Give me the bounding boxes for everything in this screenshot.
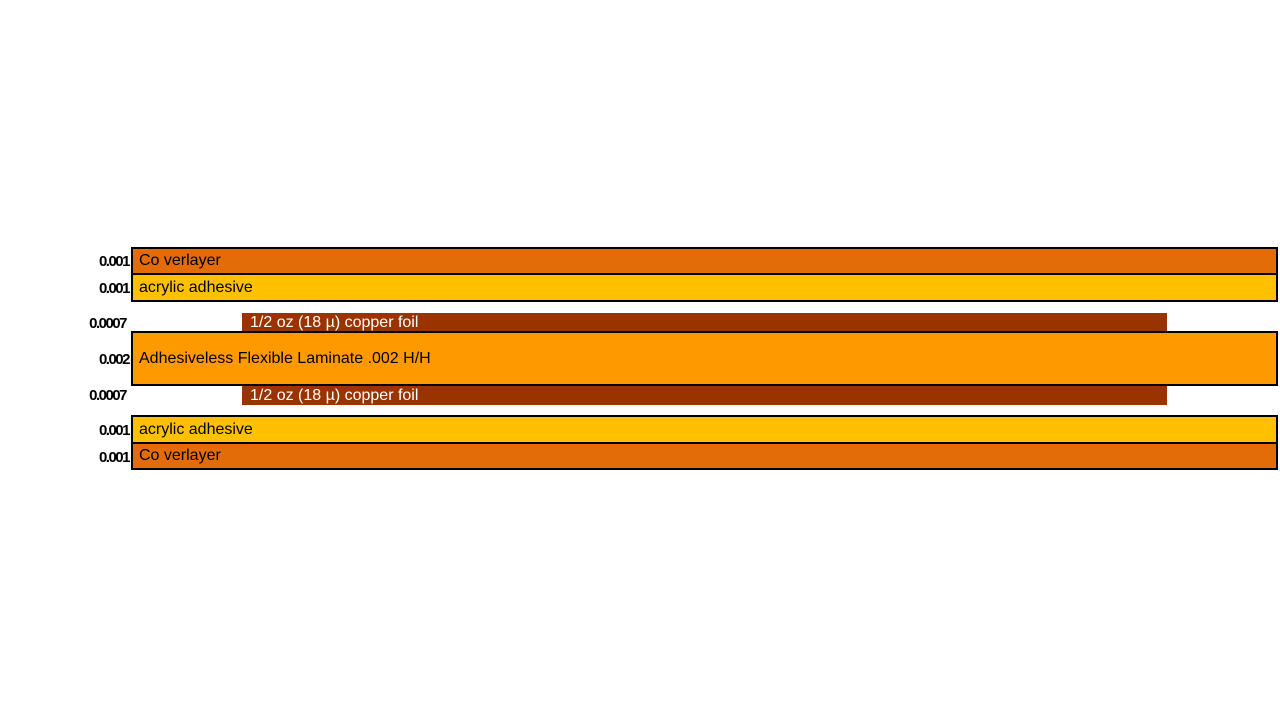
layer-laminate: Adhesiveless Flexible Laminate .002 H/H <box>131 331 1278 386</box>
thickness-label: 0.001 <box>98 253 131 270</box>
layer-coverlayer-bottom: Co verlayer <box>131 442 1278 470</box>
thickness-label: 0.0007 <box>89 315 127 332</box>
thickness-label: 0.0007 <box>89 387 127 404</box>
thickness-label: 0.001 <box>98 422 131 439</box>
layer-copper-bottom: 1/2 oz (18 µ) copper foil <box>242 386 1167 405</box>
layer-adhesive-top: acrylic adhesive <box>131 273 1278 302</box>
thickness-label: 0.002 <box>98 351 131 368</box>
layer-copper-top: 1/2 oz (18 µ) copper foil <box>242 313 1167 332</box>
layer-adhesive-bottom: acrylic adhesive <box>131 415 1278 444</box>
thickness-label: 0.001 <box>98 280 131 297</box>
thickness-label: 0.001 <box>98 449 131 466</box>
layer-coverlayer-top: Co verlayer <box>131 247 1278 275</box>
